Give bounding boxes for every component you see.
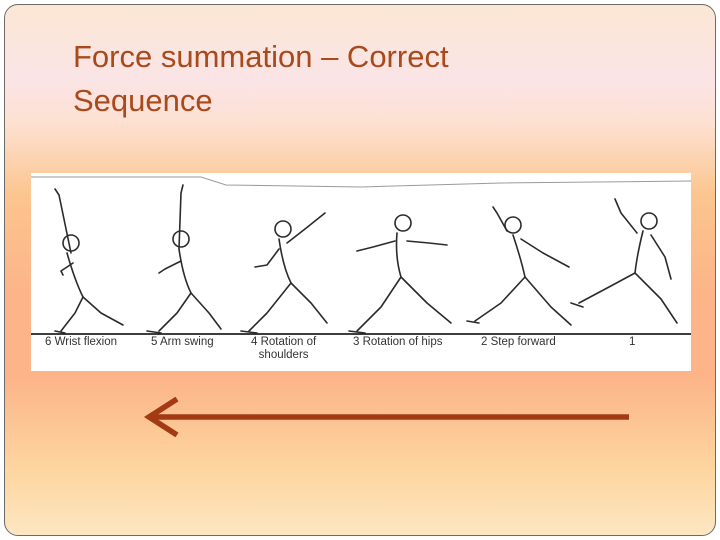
left-arrow-icon: [143, 397, 629, 437]
throwing-sequence-figure: 6 Wrist flexion 5 Arm swing 4 Rotation o…: [31, 173, 691, 371]
figure-step-forward: [466, 206, 572, 326]
caption-rotation-of-shoulders-line-2: shoulders: [258, 349, 309, 361]
caption-stage-1: 1: [629, 336, 636, 348]
title-line-2: Sequence: [73, 83, 213, 118]
figure-arm-swing: [146, 184, 222, 334]
figure-rotation-of-hips: [348, 214, 452, 334]
caption-rotation-of-shoulders-line-1: 4 Rotation of: [251, 336, 317, 348]
figure-approach: [570, 198, 678, 324]
caption-rotation-of-hips: 3 Rotation of hips: [353, 336, 443, 348]
figure-rotation-of-shoulders: [240, 212, 328, 334]
slide-title: Force summation – Correct Sequence: [73, 35, 633, 123]
figure-wrist-flexion: [54, 188, 124, 334]
figure-drawing: [31, 176, 691, 335]
title-line-1: Force summation – Correct: [73, 39, 449, 74]
caption-rotation-of-shoulders: 4 Rotation of shoulders: [251, 336, 316, 362]
slide: Force summation – Correct Sequence: [4, 4, 716, 536]
caption-wrist-flexion: 6 Wrist flexion: [45, 336, 118, 348]
caption-step-forward: 2 Step forward: [481, 336, 556, 348]
caption-arm-swing: 5 Arm swing: [151, 336, 214, 348]
